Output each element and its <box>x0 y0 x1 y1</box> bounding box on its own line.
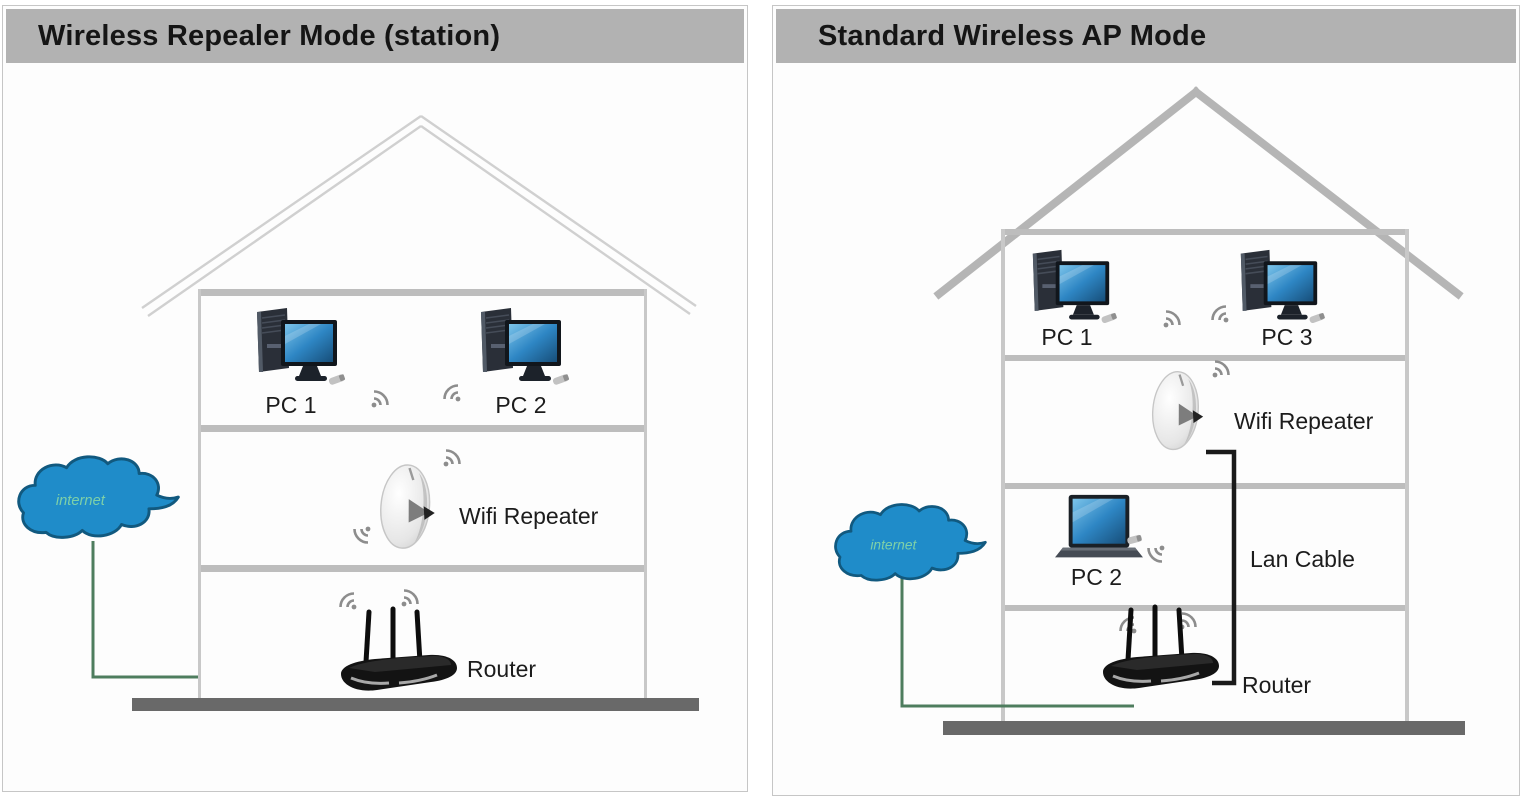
wall-right <box>644 289 647 701</box>
wall-left <box>198 289 201 701</box>
pc-desktop-icon <box>471 304 571 392</box>
wifi-repeater-icon <box>1147 366 1212 457</box>
internet-cloud-label: internet <box>870 538 917 553</box>
roof-outline <box>933 86 1464 300</box>
wifi-signal-icon <box>1141 543 1167 569</box>
pc2-label: PC 2 <box>495 392 547 418</box>
wifi-repeater-label: Wifi Repeater <box>459 503 599 529</box>
wifi-signal-icon <box>437 378 463 404</box>
ground-bar <box>943 721 1465 735</box>
wifi-repeater-icon <box>375 458 445 555</box>
pc-desktop-icon <box>247 304 347 392</box>
header-repeater-mode: Wireless Repealer Mode (station) <box>6 9 744 63</box>
laptop-icon <box>1055 494 1143 568</box>
wifi-signal-icon <box>1205 299 1231 325</box>
wifi-signal-icon <box>1210 354 1236 380</box>
internet-cloud: internet <box>13 452 181 550</box>
pc2-label: PC 2 <box>1070 564 1123 590</box>
ceiling-bar <box>198 289 646 296</box>
pc1-label: PC 1 <box>1041 324 1093 350</box>
header-ap-mode: Standard Wireless AP Mode <box>776 9 1516 63</box>
wifi-signal-icon <box>369 384 395 410</box>
wall-left <box>1001 229 1005 735</box>
router-icon <box>1091 602 1223 698</box>
lan-cable-label: Lan Cable <box>1250 546 1355 572</box>
pc-desktop-icon <box>1023 246 1119 330</box>
wifi-signal-icon <box>1161 304 1187 330</box>
panel-title: Standard Wireless AP Mode <box>818 19 1207 52</box>
panel-repeater-mode: Wireless Repealer Mode (station) <box>2 5 748 792</box>
internet-cloud-label: internet <box>56 493 106 509</box>
pc1-label: PC 1 <box>265 392 317 418</box>
wall-right <box>1405 229 1409 735</box>
floor-divider-2 <box>198 565 646 572</box>
wifi-repeater-label: Wifi Repeater <box>1234 408 1374 434</box>
wifi-signal-icon <box>347 524 373 550</box>
pc3-label: PC 3 <box>1261 324 1313 350</box>
router-label: Router <box>467 656 537 682</box>
floor-divider-1 <box>1001 355 1409 361</box>
wifi-signal-icon <box>441 443 467 469</box>
internet-cloud: internet <box>830 500 988 592</box>
roof-outline <box>141 115 697 317</box>
router-icon <box>329 604 461 700</box>
panel-ap-mode: Standard Wireless AP Mode <box>772 5 1520 796</box>
panel-title: Wireless Repealer Mode (station) <box>38 19 501 52</box>
floor-divider-2 <box>1001 483 1409 489</box>
router-label: Router <box>1242 672 1312 698</box>
pc-desktop-icon <box>1231 246 1327 330</box>
ceiling-bar <box>1001 229 1409 235</box>
internet-line <box>91 541 198 679</box>
floor-divider-1 <box>198 425 646 432</box>
